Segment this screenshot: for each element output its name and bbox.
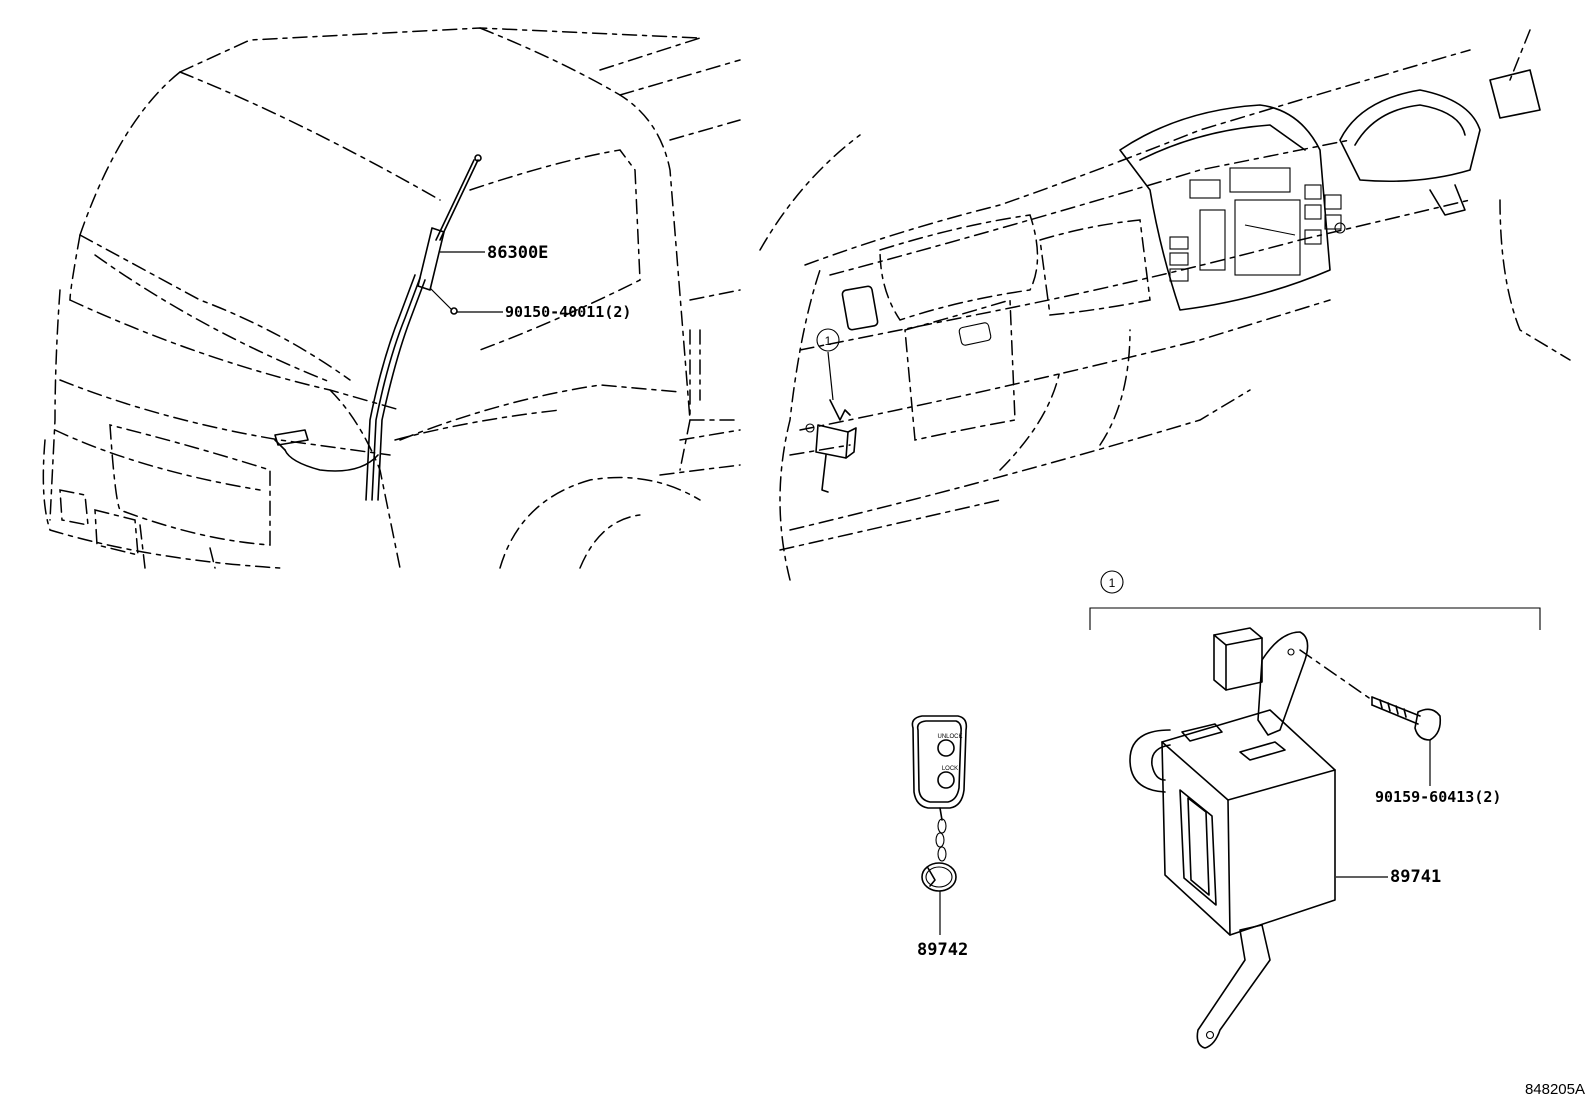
unlock-button-label: UNLOCK: [937, 734, 962, 740]
receiver-location: 1: [805, 328, 857, 493]
antenna-part-number: 86300E: [487, 243, 548, 263]
callout-receiver-bolt: 90159-60413(2): [1375, 740, 1501, 806]
ref-marker-dash: [816, 328, 840, 352]
receiver-unit-detail: [1129, 627, 1442, 1049]
receiver-unit-part-number: 89741: [1390, 867, 1441, 887]
transmitter-part-number: 89742: [917, 940, 968, 960]
ref-marker-dash-label: 1: [825, 334, 832, 348]
callout-antenna-screw: 90150-40011(2): [429, 287, 631, 321]
figure-code: 848205A: [1525, 1081, 1585, 1098]
lock-button-label: LOCK: [942, 766, 958, 772]
callout-receiver-unit: 89741: [1336, 867, 1441, 887]
receiver-bolt-part-number: 90159-60413(2): [1375, 788, 1501, 806]
dashboard-illustration: [759, 29, 1571, 581]
unlock-button-icon: [937, 739, 955, 757]
antenna-screw-part-number: 90150-40011(2): [505, 303, 631, 321]
callout-transmitter: 89742: [917, 891, 968, 960]
ref-marker-group-label: 1: [1109, 576, 1116, 590]
roof-antenna: [274, 154, 482, 501]
key-fob-transmitter: UNLOCK LOCK: [911, 715, 968, 892]
callout-antenna: 86300E: [440, 243, 548, 263]
assembly-group-bracket: 1: [1089, 570, 1541, 630]
truck-cab-illustration: [42, 27, 741, 569]
lock-button-icon: [937, 771, 955, 789]
